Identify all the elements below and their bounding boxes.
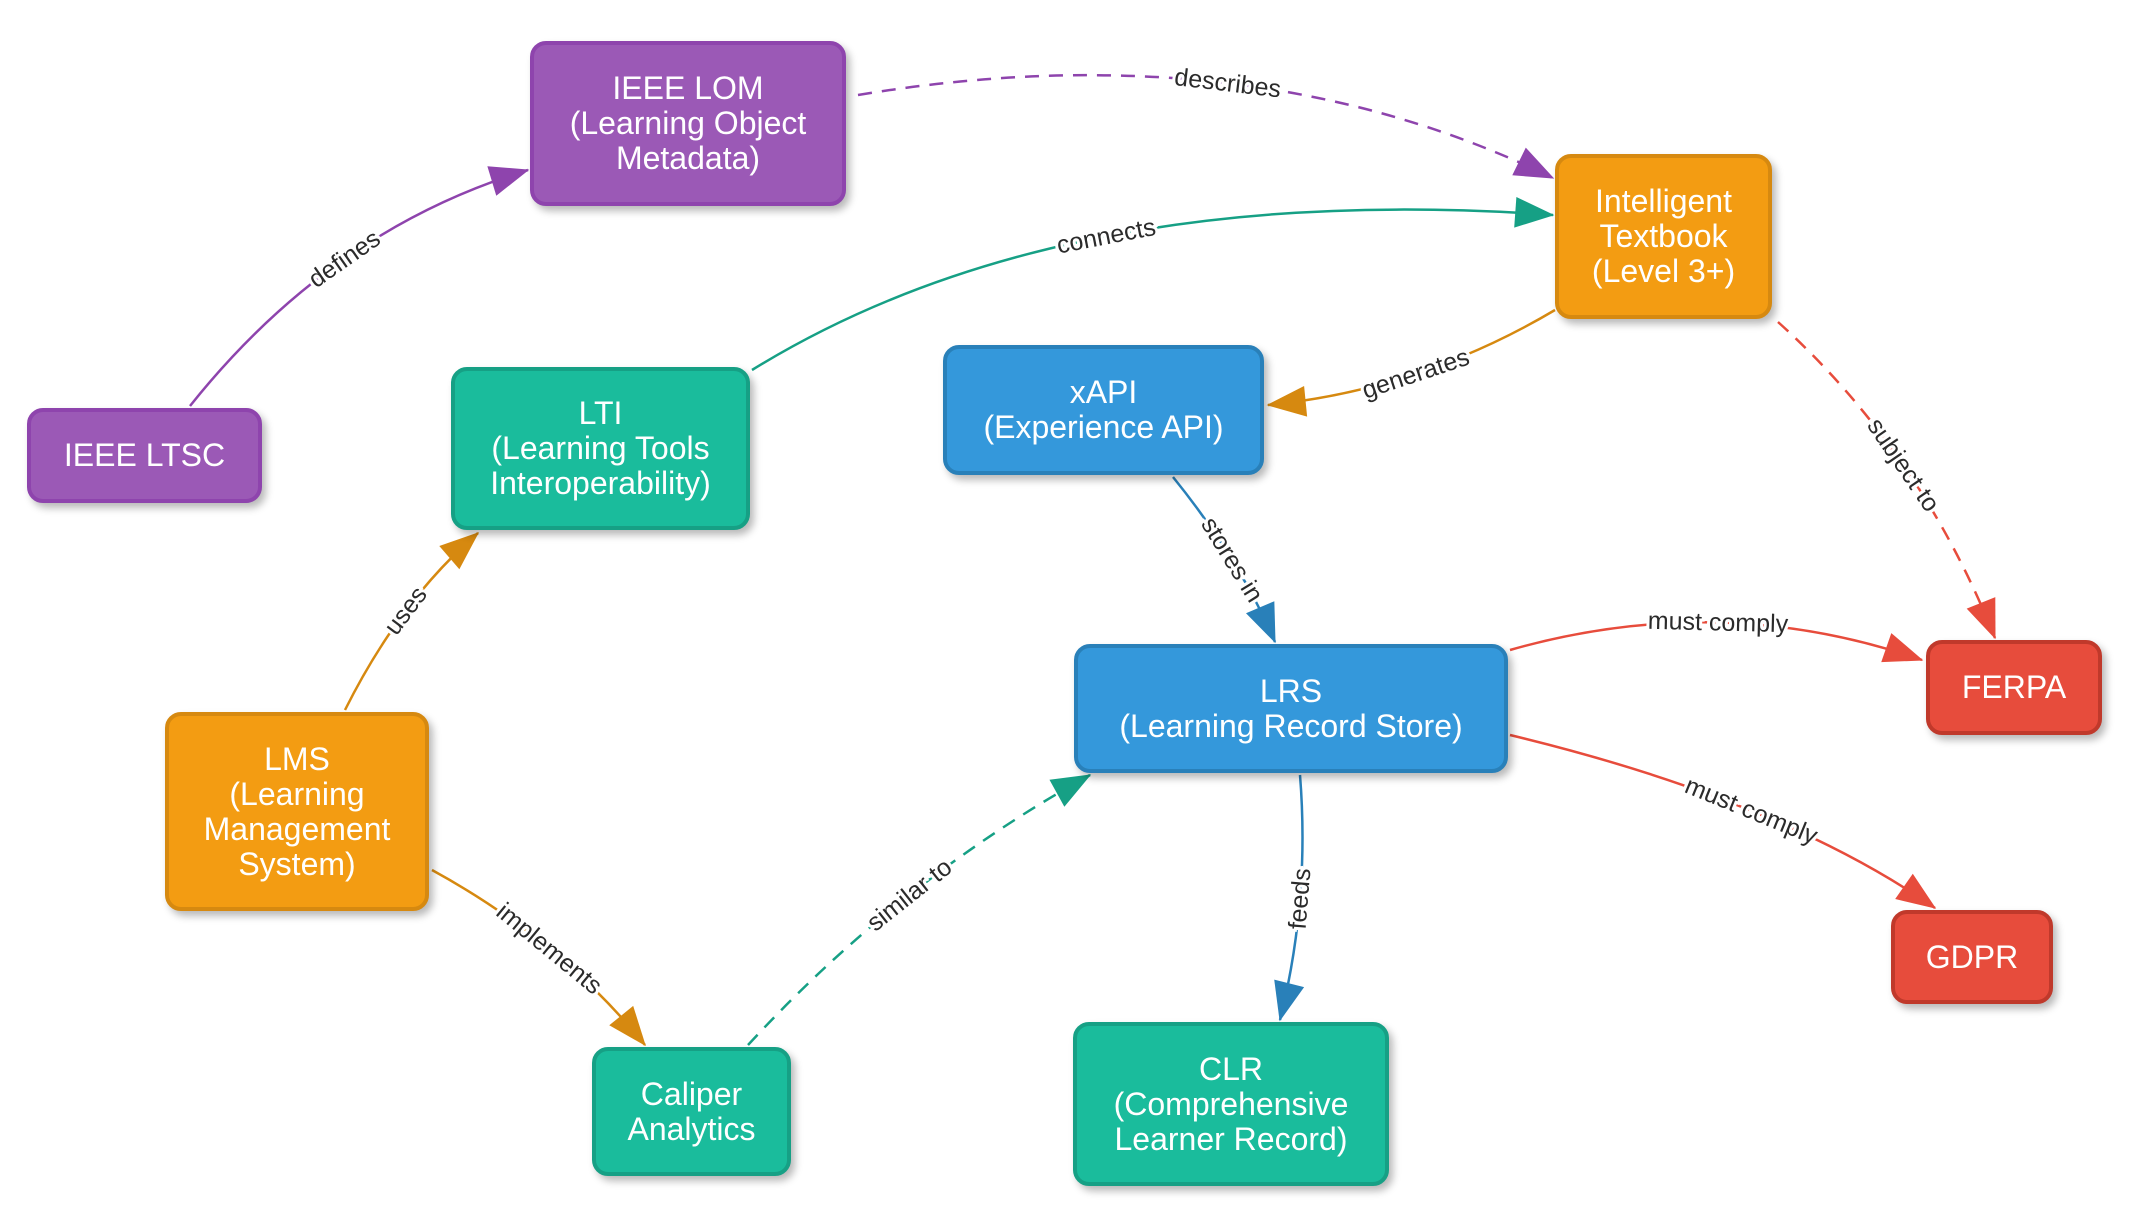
edge-label: defines (303, 224, 385, 293)
edge-label: feeds (1284, 867, 1317, 930)
edge-defines[interactable] (189, 166, 530, 407)
edge-label: similar to (862, 853, 958, 937)
edge-must-comply[interactable] (1509, 621, 1924, 663)
node-lti[interactable]: LTI (Learning Tools Interoperability) (451, 367, 750, 530)
node-gdpr[interactable]: GDPR (1891, 910, 2053, 1004)
node-lrs[interactable]: LRS (Learning Record Store) (1074, 644, 1508, 773)
edge-label: uses (379, 581, 433, 640)
edge-label: connects (1054, 213, 1158, 260)
node-intelligent-textbook[interactable]: Intelligent Textbook (Level 3+) (1555, 154, 1772, 319)
node-lms[interactable]: LMS (Learning Management System) (165, 712, 429, 911)
edge-label: stores in (1195, 512, 1268, 607)
edge-feeds[interactable] (1274, 774, 1305, 1022)
edge-uses[interactable] (343, 532, 480, 711)
edge-label: subject to (1861, 413, 1945, 517)
node-clr[interactable]: CLR (Comprehensive Learner Record) (1073, 1022, 1389, 1186)
node-caliper-analytics[interactable]: Caliper Analytics (592, 1047, 791, 1176)
edge-label: describes (1173, 63, 1283, 103)
node-ieee-ltsc[interactable]: IEEE LTSC (27, 408, 262, 503)
edge-subject-to[interactable] (1777, 321, 1997, 640)
node-xapi[interactable]: xAPI (Experience API) (943, 345, 1264, 475)
edge-stores-in[interactable] (1172, 476, 1277, 644)
edge-generates[interactable] (1266, 308, 1556, 417)
node-ferpa[interactable]: FERPA (1926, 640, 2102, 735)
edge-label: implements (491, 897, 608, 1000)
edge-label: must comply (1681, 771, 1822, 850)
edge-connects[interactable] (751, 196, 1555, 372)
edge-label: must comply (1648, 607, 1789, 638)
edge-must-comply[interactable] (1509, 733, 1937, 910)
edge-similar-to[interactable] (747, 773, 1092, 1046)
edge-implements[interactable] (431, 868, 646, 1047)
edge-describes[interactable] (857, 73, 1555, 180)
node-ieee-lom[interactable]: IEEE LOM (Learning Object Metadata) (530, 41, 846, 206)
edge-label: generates (1359, 343, 1473, 405)
